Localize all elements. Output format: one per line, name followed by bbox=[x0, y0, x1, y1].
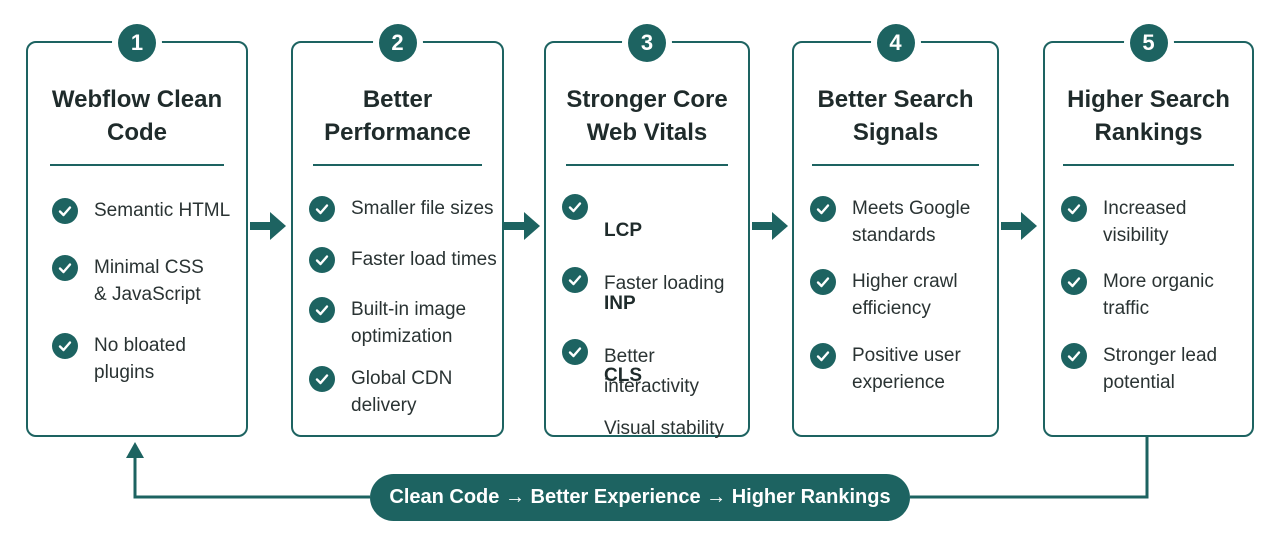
list-item-text: Positive user experience bbox=[852, 345, 961, 393]
list-item-text: No bloated plugins bbox=[94, 335, 186, 383]
list-item-text: Semantic HTML bbox=[94, 200, 231, 221]
step-number-badge: 4 bbox=[876, 24, 915, 62]
list-item-text: Minimal CSS & JavaScript bbox=[94, 257, 204, 305]
check-circle-icon bbox=[1061, 269, 1087, 295]
step-number-badge: 2 bbox=[378, 24, 417, 62]
check-circle-icon bbox=[810, 269, 836, 295]
check-circle-icon bbox=[1061, 196, 1087, 222]
metric-name: INP bbox=[604, 293, 636, 314]
step-card-1: 1 Webflow Clean Code Semantic HTML Minim… bbox=[26, 24, 248, 437]
step-card-4: 4 Better Search Signals Meets Google sta… bbox=[792, 24, 999, 437]
list-item-text: Stronger lead potential bbox=[1103, 345, 1218, 393]
step-card-5: 5 Higher Search Rankings Increased visib… bbox=[1043, 24, 1254, 437]
step-card-2: 2 Better Performance Smaller file sizes … bbox=[291, 24, 504, 437]
metric-text: CLS Visual stability bbox=[604, 338, 724, 471]
step-number-badge: 1 bbox=[118, 24, 156, 62]
arrow-right-icon bbox=[250, 212, 286, 240]
metric-text: INP Better interactivity bbox=[604, 266, 748, 429]
check-circle-icon bbox=[309, 366, 335, 392]
divider bbox=[50, 164, 224, 166]
list-item-text: Faster load times bbox=[351, 249, 497, 270]
step-title: Higher Search Rankings bbox=[1067, 86, 1230, 146]
list-item: Smaller file sizes bbox=[309, 196, 494, 222]
list-item: Faster load times bbox=[309, 247, 497, 273]
check-circle-icon bbox=[309, 297, 335, 323]
list-item: Built-in image optimization bbox=[309, 297, 466, 350]
list-item: No bloated plugins bbox=[52, 333, 186, 386]
arrow-right-icon bbox=[504, 212, 540, 240]
metric-name: LCP bbox=[604, 220, 642, 241]
step-number-badge: 3 bbox=[628, 24, 666, 62]
list-item-text: Meets Google standards bbox=[852, 198, 971, 246]
arrow-right-icon bbox=[752, 212, 788, 240]
list-item: Positive user experience bbox=[810, 343, 961, 396]
metric-item-cls: CLS Visual stability bbox=[562, 339, 724, 471]
metric-description: Visual stability bbox=[604, 418, 725, 439]
step-number-badge: 5 bbox=[1129, 24, 1168, 62]
list-item-text: Built-in image optimization bbox=[351, 299, 467, 347]
metric-description: Faster loading bbox=[604, 273, 725, 294]
metric-item-inp: INP Better interactivity bbox=[562, 267, 748, 429]
check-circle-icon bbox=[52, 255, 78, 281]
check-circle-icon bbox=[810, 196, 836, 222]
divider bbox=[566, 164, 728, 166]
metric-text: LCP Faster loading bbox=[604, 193, 724, 326]
list-item-text: Smaller file sizes bbox=[351, 198, 494, 219]
check-circle-icon bbox=[309, 196, 335, 222]
list-item-text: Global CDN delivery bbox=[351, 368, 453, 416]
list-item: Semantic HTML bbox=[52, 198, 230, 224]
list-item-text: Higher crawl efficiency bbox=[852, 271, 958, 319]
step-card-3: 3 Stronger Core Web Vitals LCP Faster lo… bbox=[544, 24, 750, 439]
list-item: Minimal CSS & JavaScript bbox=[52, 255, 204, 308]
step-title: Better Performance bbox=[324, 86, 471, 146]
divider bbox=[812, 164, 979, 166]
metric-item-lcp: LCP Faster loading bbox=[562, 194, 724, 326]
check-circle-icon bbox=[52, 198, 78, 224]
list-item-text: Increased visibility bbox=[1103, 198, 1187, 246]
check-circle-icon bbox=[52, 333, 78, 359]
check-circle-icon bbox=[810, 343, 836, 369]
list-item: Global CDN delivery bbox=[309, 366, 452, 419]
list-item: Meets Google standards bbox=[810, 196, 970, 249]
list-item: Stronger lead potential bbox=[1061, 343, 1217, 396]
check-circle-icon bbox=[562, 267, 588, 293]
list-item: Increased visibility bbox=[1061, 196, 1186, 249]
list-item: Higher crawl efficiency bbox=[810, 269, 958, 322]
step-title: Better Search Signals bbox=[817, 86, 974, 146]
divider bbox=[1063, 164, 1234, 166]
summary-pill: Clean Code → Better Experience → Higher … bbox=[370, 474, 910, 521]
metric-description: Better interactivity bbox=[604, 346, 700, 397]
list-item: More organic traffic bbox=[1061, 269, 1214, 322]
check-circle-icon bbox=[562, 339, 588, 365]
check-circle-icon bbox=[1061, 343, 1087, 369]
step-title: Webflow Clean Code bbox=[51, 86, 223, 146]
divider bbox=[313, 164, 482, 166]
step-title: Stronger Core Web Vitals bbox=[566, 86, 728, 146]
check-circle-icon bbox=[562, 194, 588, 220]
arrow-right-icon bbox=[1001, 212, 1037, 240]
list-item-text: More organic traffic bbox=[1103, 271, 1214, 319]
check-circle-icon bbox=[309, 247, 335, 273]
metric-name: CLS bbox=[604, 365, 642, 386]
